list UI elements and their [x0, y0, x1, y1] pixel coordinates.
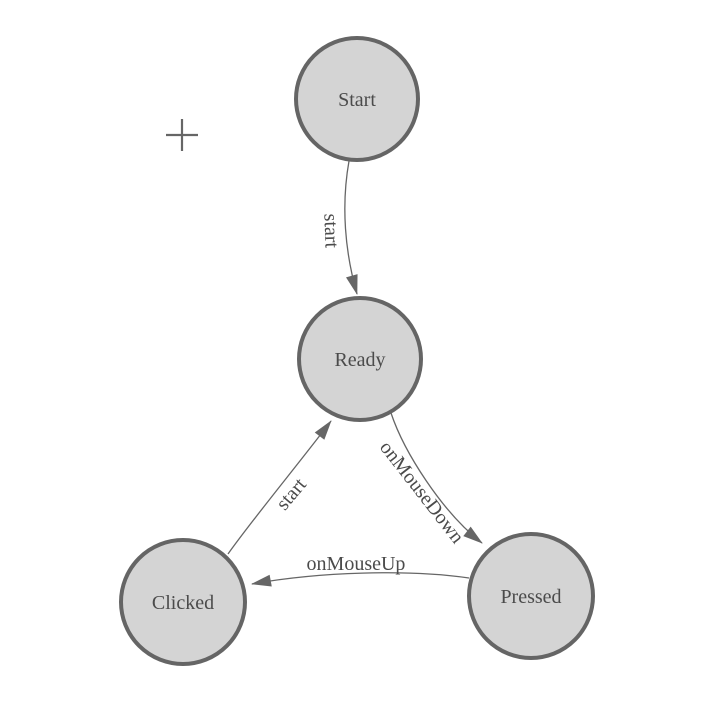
transition-edge[interactable]: [344, 160, 358, 295]
transition-pressed-to-clicked[interactable]: onMouseUp: [251, 553, 470, 587]
transition-start-to-ready[interactable]: start: [319, 160, 358, 295]
state-circle[interactable]: [297, 296, 423, 422]
state-circle[interactable]: [119, 538, 247, 666]
transition-edge[interactable]: [390, 412, 483, 544]
state-circle[interactable]: [294, 36, 420, 162]
state-node-pressed[interactable]: Pressed: [467, 532, 595, 660]
origin-crosshair-icon: [166, 119, 198, 151]
state-label: Ready: [334, 349, 385, 371]
transition-label[interactable]: onMouseDown: [375, 437, 468, 548]
transition-edge[interactable]: [227, 420, 332, 555]
transition-ready-to-pressed[interactable]: onMouseDown: [375, 412, 483, 548]
state-label: Pressed: [500, 586, 561, 608]
transition-label[interactable]: start: [319, 213, 342, 249]
state-label: Start: [338, 89, 376, 111]
state-circle[interactable]: [467, 532, 595, 660]
state-label: Clicked: [152, 592, 214, 614]
transition-clicked-to-ready[interactable]: start: [227, 420, 332, 555]
transition-label[interactable]: onMouseUp: [307, 553, 406, 575]
transition-label[interactable]: start: [272, 474, 311, 515]
state-node-ready[interactable]: Ready: [297, 296, 423, 422]
state-node-clicked[interactable]: Clicked: [119, 538, 247, 666]
state-node-start[interactable]: Start: [294, 36, 420, 162]
transition-edge[interactable]: [251, 572, 470, 587]
